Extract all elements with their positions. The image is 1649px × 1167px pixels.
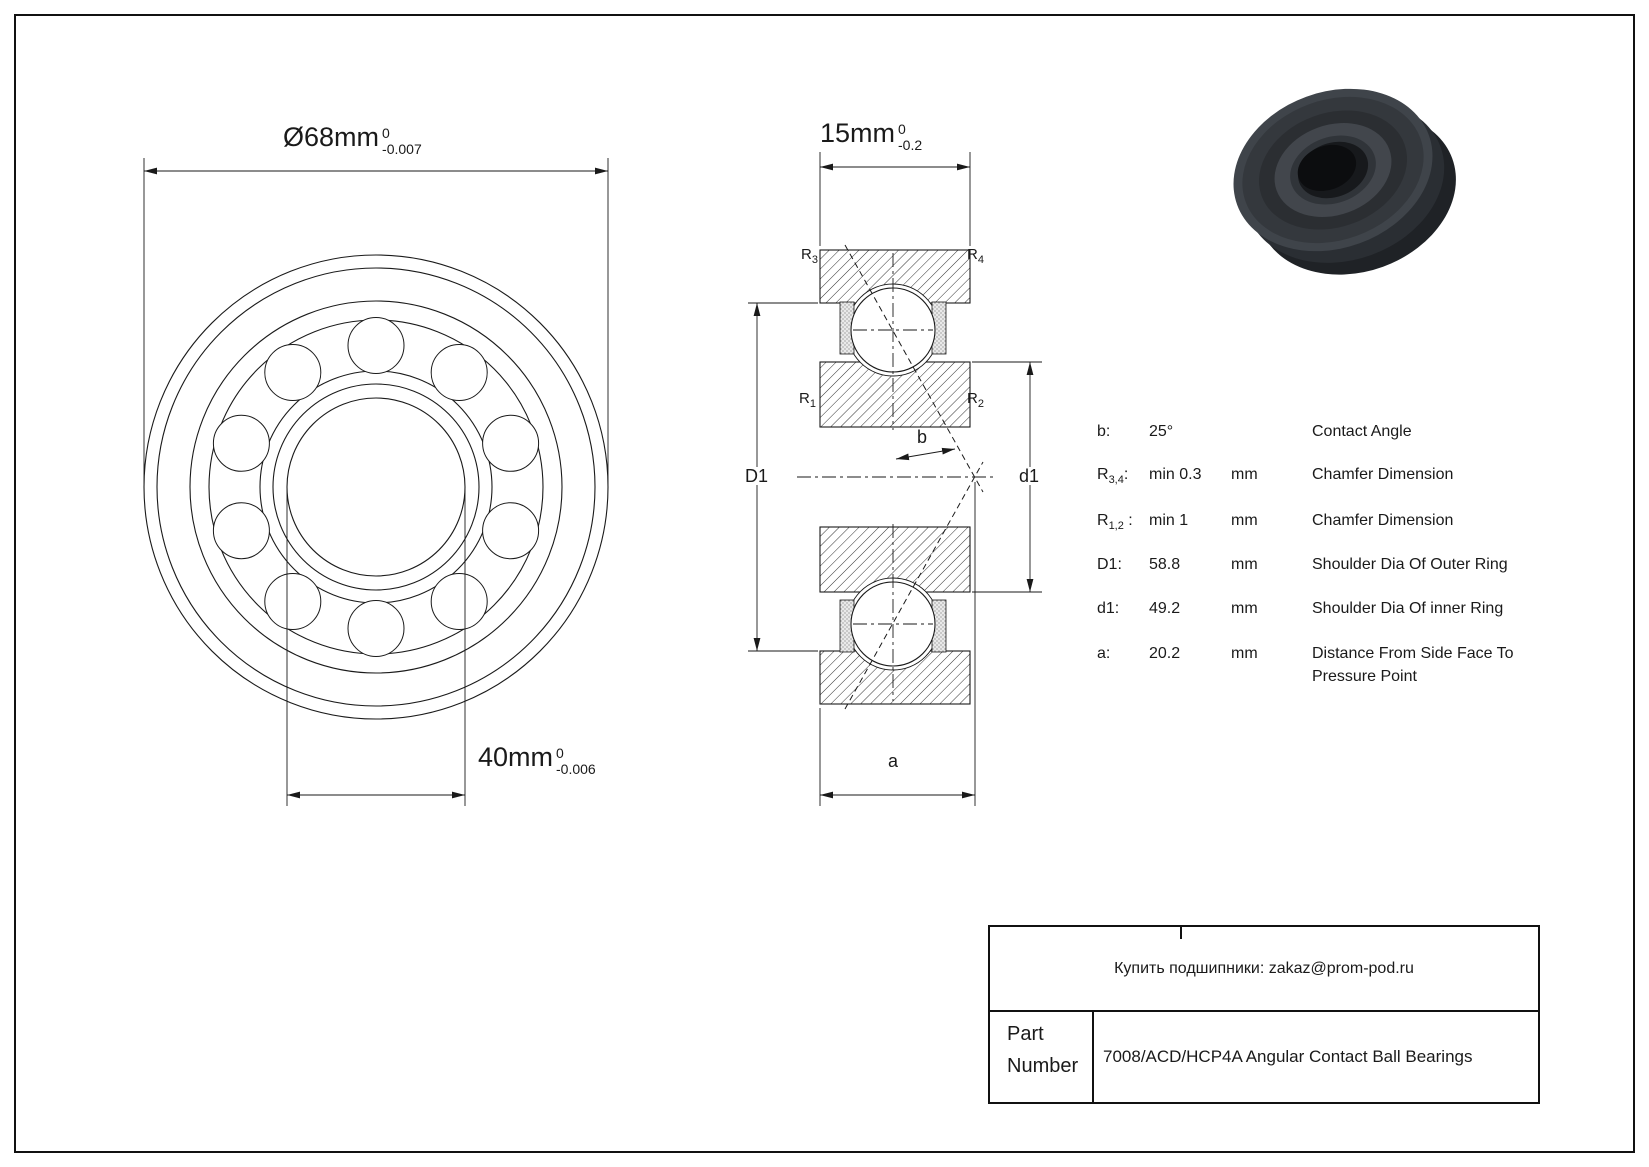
contact-angle-label: b — [917, 427, 928, 447]
contact-angle-lines — [844, 244, 984, 710]
contact-text: Купить подшипники: zakaz@prom-pod.ru — [1114, 959, 1414, 977]
spec-row-chamfer-34: R3,4: min 0.3 mm Chamfer Dimension — [1097, 463, 1542, 489]
inner-ring-circle — [272, 383, 480, 591]
spec-value: 58.8 — [1149, 556, 1181, 573]
chamfer-label-r1: R1 — [799, 390, 816, 410]
spec-description: Chamfer Dimension — [1312, 466, 1454, 483]
part-number-label: Part Number — [990, 1012, 1094, 1102]
pressure-distance-label: a — [888, 751, 899, 771]
outer-chamfer-circle — [156, 267, 596, 707]
spec-label: R3,4: — [1097, 466, 1129, 487]
tolerance-stack: 0 -0.006 — [556, 745, 596, 778]
front-view-dimensions — [143, 158, 609, 806]
width-label: 15mm 0 -0.2 — [820, 118, 923, 154]
spec-label: d1: — [1097, 600, 1120, 617]
tolerance-stack: 0 -0.2 — [898, 121, 923, 154]
spec-description: Shoulder Dia Of inner Ring — [1312, 600, 1504, 617]
spec-description: Shoulder Dia Of Outer Ring — [1312, 556, 1508, 573]
tolerance-stack: 0 -0.007 — [382, 125, 422, 158]
spec-row-shoulder-inner: d1: 49.2 mm Shoulder Dia Of inner Ring — [1097, 597, 1542, 623]
cage-inner-circle — [259, 370, 493, 604]
cage-section — [839, 301, 947, 653]
spec-label: a: — [1097, 645, 1111, 662]
spec-value: min 0.3 — [1149, 466, 1202, 483]
spec-row-chamfer-12: R1,2 : min 1 mm Chamfer Dimension — [1097, 509, 1542, 535]
part-number-row: Part Number 7008/ACD/HCP4A Angular Conta… — [990, 1012, 1538, 1102]
front-view — [143, 254, 609, 720]
outer-raceway-circle — [189, 300, 563, 674]
spec-unit: mm — [1231, 512, 1258, 529]
contact-angle-dim-line — [895, 447, 956, 461]
spec-row-shoulder-outer: D1: 58.8 mm Shoulder Dia Of Outer Ring — [1097, 553, 1542, 579]
spec-label: b: — [1097, 423, 1111, 440]
spec-unit: mm — [1231, 556, 1258, 573]
shoulder-inner-label: d1 — [1016, 467, 1043, 485]
shoulder-outer-label: D1 — [742, 467, 772, 485]
spec-value: 25° — [1149, 423, 1174, 440]
spec-value: min 1 — [1149, 512, 1189, 529]
part-number-value: 7008/ACD/HCP4A Angular Contact Ball Bear… — [1103, 1047, 1473, 1066]
sheet-border — [14, 14, 1635, 1153]
title-block-tick — [1180, 927, 1182, 939]
spec-row-contact-angle: b: 25° Contact Angle — [1097, 420, 1542, 446]
spec-unit: mm — [1231, 466, 1258, 483]
centerlines — [797, 253, 993, 701]
chamfer-label-r3: R3 — [801, 246, 818, 266]
bore-diameter-label: 40mm 0 -0.006 — [478, 742, 596, 778]
spec-description: Distance From Side Face To Pressure Poin… — [1312, 645, 1514, 686]
spec-description: Contact Angle — [1312, 423, 1412, 440]
spec-row-pressure-distance: a: 20.2 mm Distance From Side Face To Pr… — [1097, 642, 1542, 688]
spec-label: D1: — [1097, 556, 1122, 573]
spec-unit: mm — [1231, 600, 1258, 617]
title-block: Купить подшипники: zakaz@prom-pod.ru Par… — [988, 925, 1540, 1104]
spec-value: 49.2 — [1149, 600, 1181, 617]
spec-label: R1,2 : — [1097, 512, 1133, 533]
spec-value: 20.2 — [1149, 645, 1181, 662]
bore-circle — [286, 397, 466, 577]
outer-diameter-label: Ø68mm 0 -0.007 — [283, 122, 422, 158]
chamfer-label-r2: R2 — [967, 390, 984, 410]
section-view — [797, 244, 993, 710]
spec-description: Chamfer Dimension — [1312, 512, 1454, 529]
bearing-photo-3d — [1233, 88, 1456, 275]
chamfer-label-r4: R4 — [967, 246, 984, 266]
spec-unit: mm — [1231, 645, 1258, 662]
contact-cell: Купить подшипники: zakaz@prom-pod.ru — [990, 927, 1538, 1012]
ball-pockets — [212, 317, 540, 657]
